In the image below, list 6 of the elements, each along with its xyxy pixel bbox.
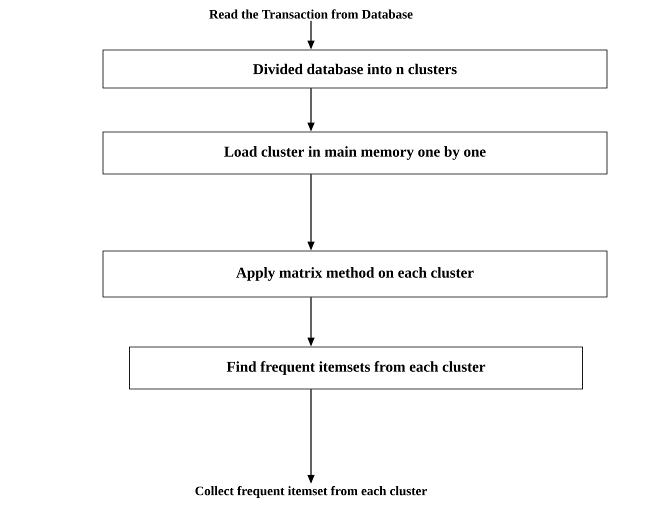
process-box: Apply matrix method on each cluster <box>102 250 608 298</box>
step-text: Read the Transaction from Database <box>209 9 413 19</box>
process-box: Load cluster in main memory one by one <box>102 132 608 174</box>
process-box: Divided database into n clusters <box>102 50 608 88</box>
process-box: Find frequent itemsets from each cluster <box>129 346 583 390</box>
step-text: Collect frequent itemset from each cluster <box>195 486 427 498</box>
